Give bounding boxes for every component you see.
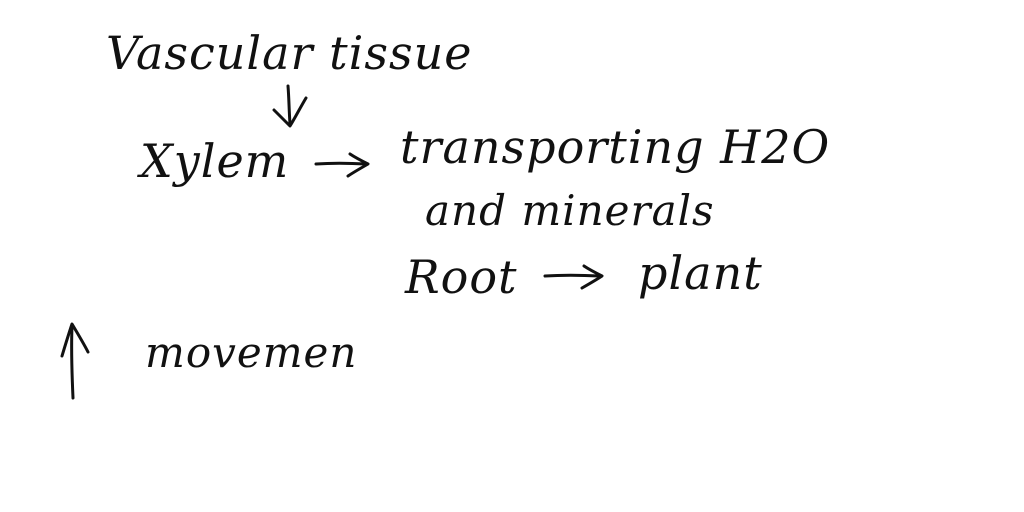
right-arrow-icon [543, 264, 604, 290]
text-movement: movemen [145, 328, 358, 377]
heading-vascular-tissue: Vascular tissue [106, 26, 473, 80]
text-transporting-h2o: transporting H2O [400, 120, 831, 174]
right-arrow-icon [314, 152, 370, 178]
label-root: Root [405, 250, 518, 304]
up-arrow-icon [60, 322, 90, 400]
label-xylem: Xylem [140, 134, 290, 188]
down-arrow-icon [272, 84, 308, 128]
label-plant: plant [638, 246, 763, 300]
text-and-minerals: and minerals [425, 186, 715, 235]
